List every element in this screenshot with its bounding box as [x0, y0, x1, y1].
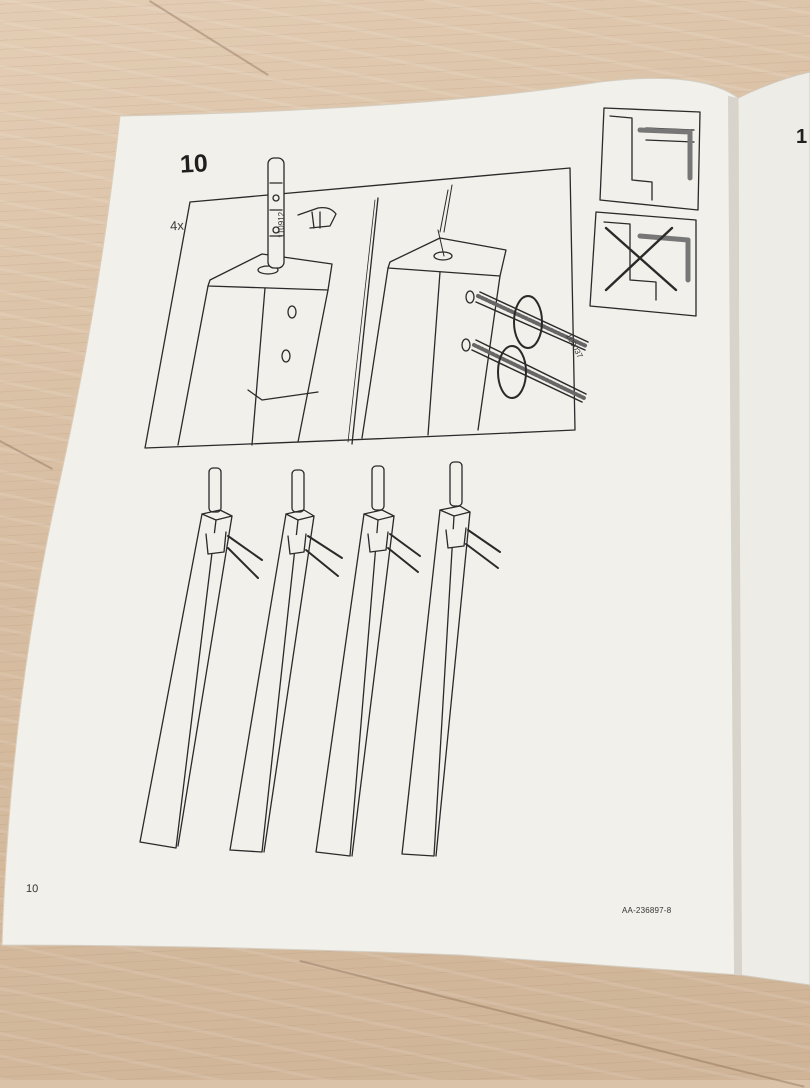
incorrect-fit-diagram — [589, 211, 697, 317]
rotation-arrow-icon — [497, 345, 527, 399]
left-page — [1, 77, 741, 976]
cross-icon — [604, 226, 678, 292]
step-number: 10 — [179, 149, 209, 179]
right-page — [737, 71, 810, 986]
pointing-hand-icon — [297, 206, 337, 229]
leg-top-detail — [177, 157, 337, 446]
leg-3 — [315, 465, 421, 857]
next-page-number: 1 — [796, 126, 808, 148]
rotation-arrow-icon — [513, 295, 543, 349]
page-number: 10 — [25, 882, 39, 896]
leg-1 — [139, 467, 263, 849]
detail-frame — [144, 167, 576, 449]
leg-4 — [401, 461, 501, 857]
document-code: AA-236897-8 — [622, 906, 672, 915]
correct-fit-diagram — [599, 107, 701, 211]
leg-bolt-detail — [361, 184, 589, 439]
part-number-dowel: 110912 — [277, 211, 286, 238]
leg-2 — [229, 469, 343, 853]
quantity-label: 4x — [169, 217, 185, 234]
